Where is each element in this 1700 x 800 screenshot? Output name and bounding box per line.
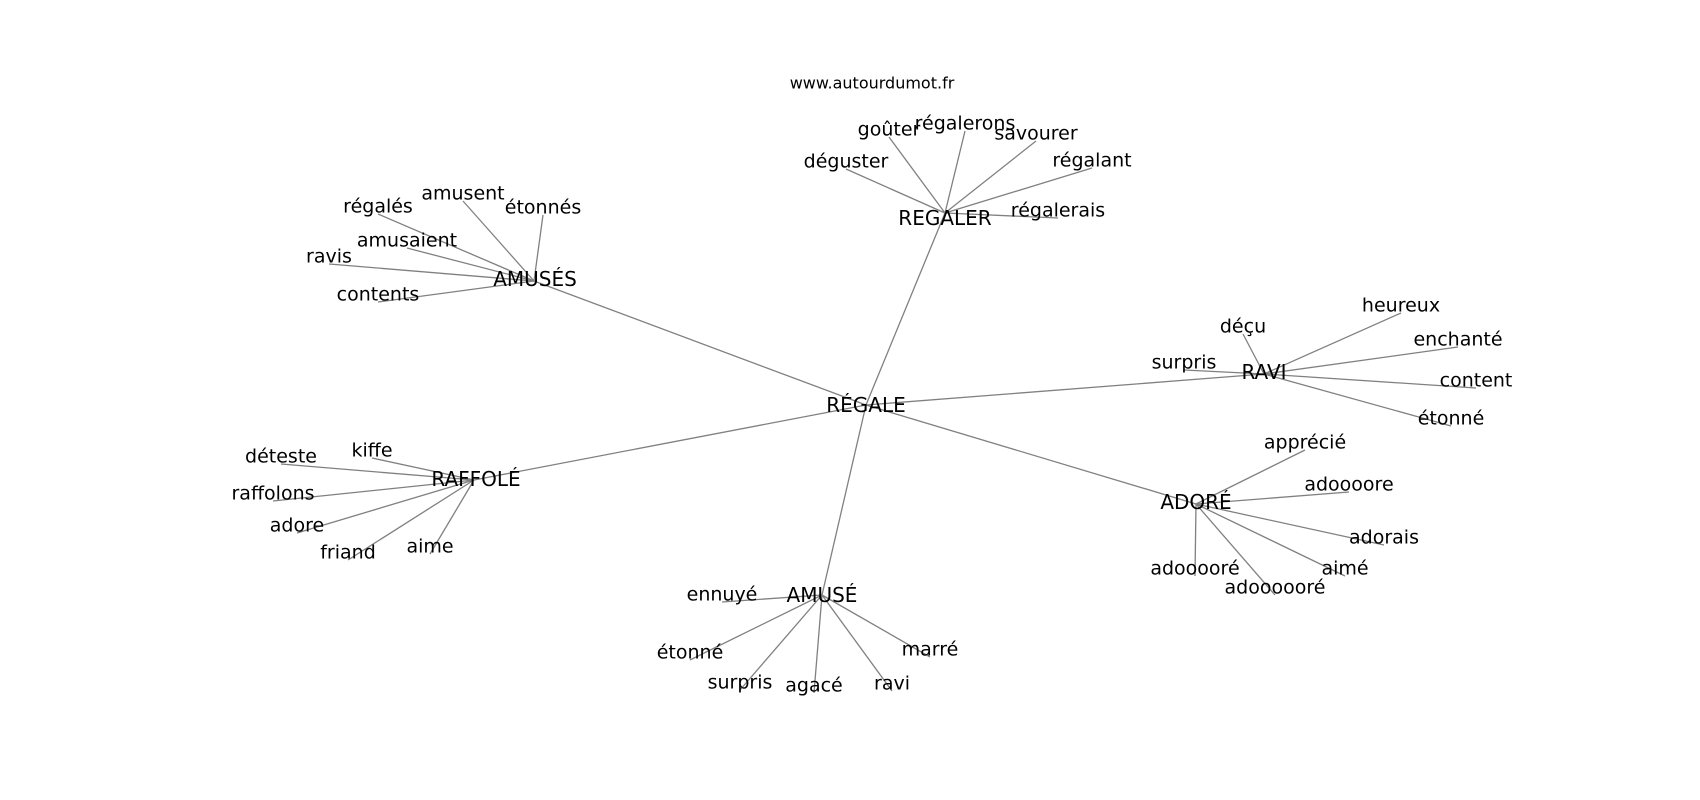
leaf-word: friand: [320, 541, 376, 564]
leaf-word: régalerons: [914, 112, 1016, 135]
hub-word: AMUSÉS: [493, 267, 577, 291]
edge-hub-to-leaf: [821, 594, 893, 692]
edge-hub-to-leaf: [272, 479, 475, 502]
hub-word: REGALER: [898, 206, 992, 230]
edge-center-to-hub: [533, 280, 867, 406]
leaf-word: régalés: [343, 195, 413, 218]
edge-hub-to-leaf: [1263, 373, 1452, 427]
edge-hub-to-leaf: [1263, 373, 1477, 389]
leaf-word: enchanté: [1413, 328, 1503, 351]
leaf-word: apprécié: [1263, 431, 1347, 454]
leaf-word: adoooooré: [1224, 576, 1326, 599]
edge-hub-to-leaf: [689, 594, 823, 661]
edge-hub-to-leaf: [533, 214, 544, 282]
edge-hub-to-leaf: [944, 212, 1059, 219]
edge-hub-to-leaf: [1263, 312, 1402, 375]
edge-hub-to-leaf: [1195, 503, 1346, 577]
leaf-word: aimé: [1321, 557, 1369, 580]
leaf-word: adoooore: [1304, 473, 1394, 496]
leaf-word: adorais: [1349, 526, 1419, 549]
edge-hub-to-leaf: [821, 594, 931, 658]
leaf-word: étonné: [1417, 407, 1485, 430]
edge-hub-to-leaf: [429, 479, 475, 555]
edge-hub-to-leaf: [406, 247, 535, 282]
leaf-word: content: [1439, 369, 1513, 392]
edge-hub-to-leaf: [888, 136, 946, 214]
leaf-word: régalerais: [1010, 199, 1106, 222]
edge-hub-to-leaf: [280, 463, 475, 481]
edge-hub-to-leaf: [1195, 503, 1385, 546]
leaf-word: amusent: [421, 182, 505, 205]
center-word: RÉGALE: [826, 393, 906, 417]
leaf-word: régalant: [1052, 149, 1132, 172]
edge-hub-to-leaf: [328, 263, 535, 282]
edge-hub-to-leaf: [377, 213, 535, 282]
edge-hub-to-leaf: [944, 140, 1037, 214]
edge-center-to-hub: [473, 404, 867, 481]
leaf-word: amusaient: [356, 229, 458, 252]
leaf-word: adore: [269, 514, 325, 537]
leaf-word: kiffe: [351, 439, 393, 462]
hub-word: ADORÉ: [1160, 490, 1232, 514]
edge-hub-to-leaf: [721, 594, 823, 603]
leaf-word: ravis: [306, 245, 352, 268]
edge-hub-to-leaf: [944, 130, 966, 214]
edge-hub-to-leaf: [371, 457, 475, 481]
hub-word: RAVI: [1241, 360, 1287, 384]
leaf-word: marré: [901, 638, 959, 661]
leaf-word: surpris: [1151, 351, 1217, 374]
edge-hub-to-leaf: [377, 280, 535, 303]
leaf-word: étonné: [656, 641, 724, 664]
edge-hub-to-leaf: [1195, 491, 1350, 505]
edge-hub-to-leaf: [462, 200, 535, 282]
edge-hub-to-leaf: [1195, 449, 1306, 505]
edge-hub-to-leaf: [944, 167, 1093, 214]
edge-hub-to-leaf: [1195, 503, 1276, 596]
edge-hub-to-leaf: [347, 479, 475, 561]
edge-center-to-hub: [865, 212, 946, 406]
edge-center-to-hub: [865, 373, 1265, 406]
leaf-word: agacé: [785, 674, 843, 697]
edge-center-to-hub: [821, 404, 867, 596]
leaf-word: déçu: [1219, 315, 1267, 338]
hub-word: AMUSÉ: [786, 583, 858, 607]
leaf-word: déguster: [803, 150, 889, 173]
leaf-word: surpris: [707, 671, 773, 694]
leaf-word: savourer: [994, 122, 1078, 145]
site-url: www.autourdumot.fr: [789, 73, 955, 93]
leaf-word: heureux: [1361, 294, 1441, 317]
edge-hub-to-leaf: [739, 594, 823, 691]
leaf-word: aime: [406, 535, 454, 558]
leaf-word: ravi: [874, 672, 910, 695]
leaf-word: étonnés: [504, 196, 582, 219]
leaf-word: déteste: [245, 445, 317, 468]
edge-center-to-hub: [865, 404, 1197, 505]
edge-hub-to-leaf: [1183, 369, 1265, 375]
leaf-word: raffolons: [231, 482, 315, 505]
leaf-word: contents: [336, 283, 420, 306]
edge-hub-to-leaf: [1242, 333, 1265, 375]
edge-hub-to-leaf: [813, 594, 823, 694]
leaf-word: adooooré: [1150, 557, 1240, 580]
edge-hub-to-leaf: [1263, 346, 1459, 375]
edge-hub-to-leaf: [845, 168, 946, 214]
leaf-word: goûter: [857, 118, 921, 141]
edge-hub-to-leaf: [296, 479, 475, 534]
leaf-word: ennuyé: [686, 583, 758, 606]
hub-word: RAFFOLÉ: [431, 467, 521, 491]
edge-hub-to-leaf: [1194, 503, 1197, 577]
